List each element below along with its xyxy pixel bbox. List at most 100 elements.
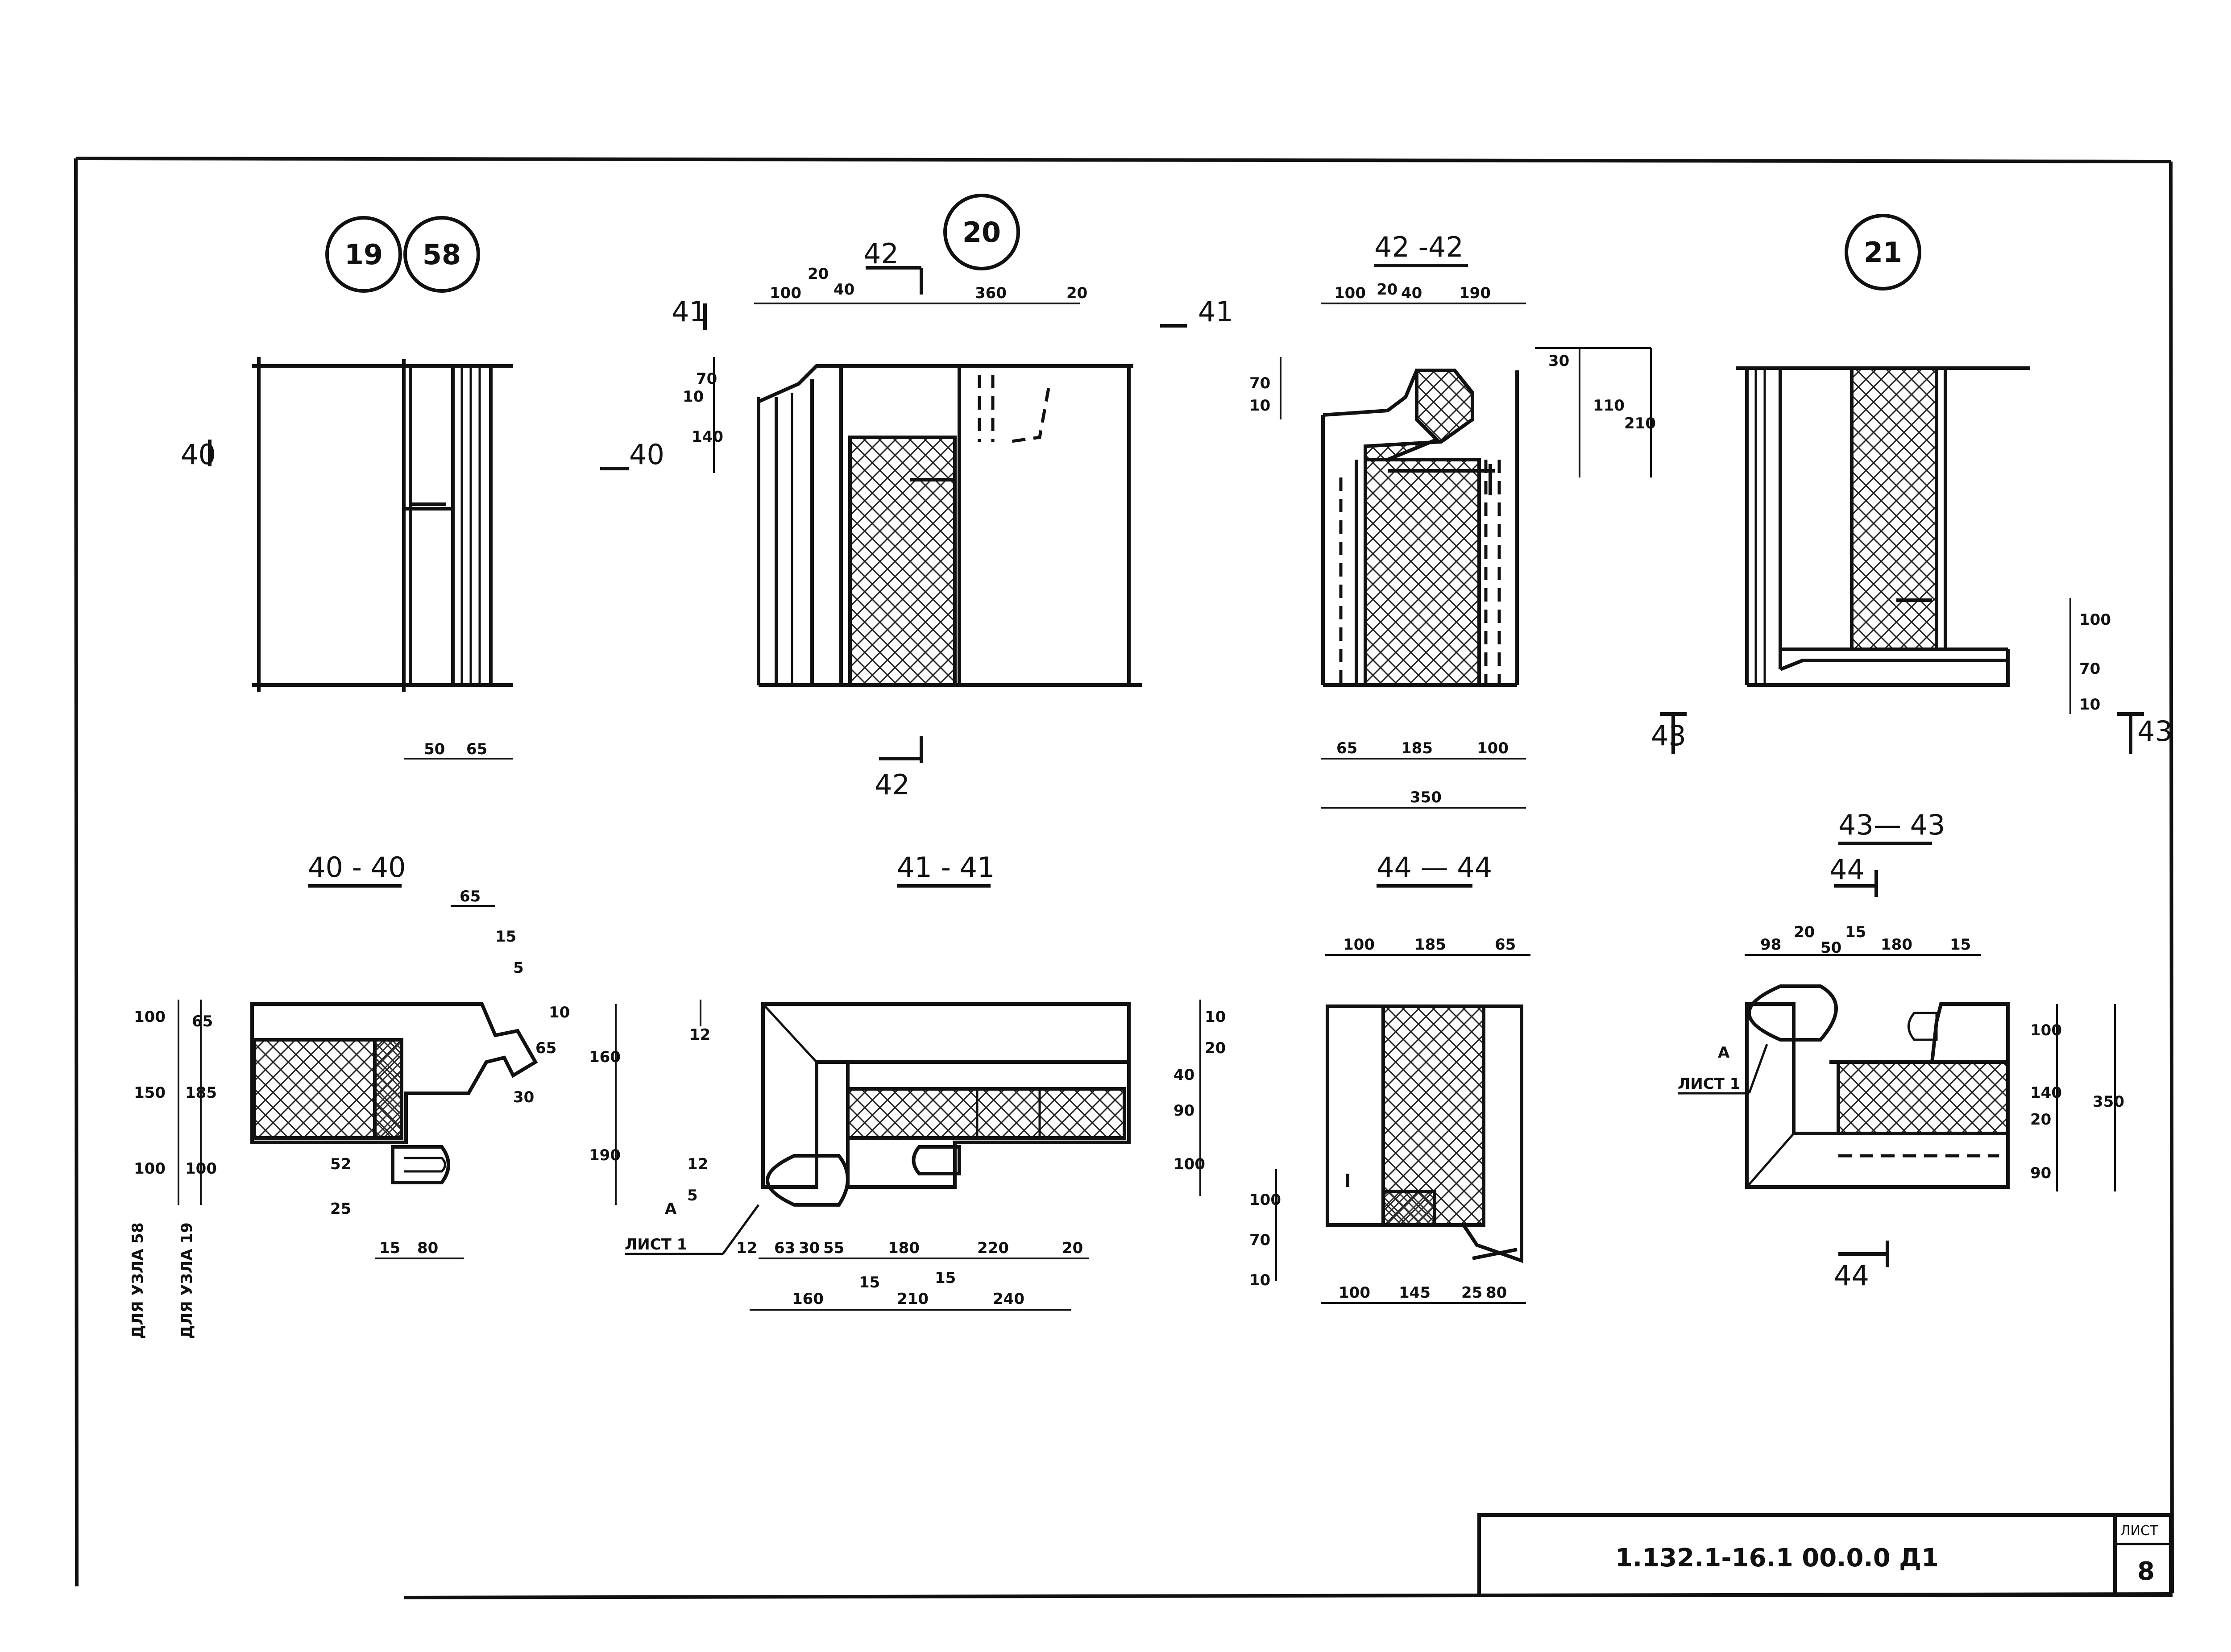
- dim-44-bot-1: 145: [1399, 1284, 1431, 1302]
- dim-20-top-2: 40: [834, 281, 854, 299]
- dim-40-bot-3: 52: [330, 1155, 351, 1173]
- dim-43-right-0: 100: [2030, 1021, 2062, 1039]
- section-42-title: 42 -42: [1374, 231, 1464, 263]
- ref-sheet-left: ЛИСТ 1: [625, 1236, 687, 1254]
- dim-40-top-4: 65: [535, 1039, 556, 1057]
- dim-43-top-0: 98: [1760, 936, 1781, 954]
- dim-42-top-3: 190: [1459, 284, 1491, 302]
- dim-42-bot-0: 65: [1336, 739, 1357, 757]
- dim-20-top-0: 100: [770, 284, 801, 302]
- dim-40-left-0: 100: [134, 1008, 166, 1026]
- dim-44-bot-0: 100: [1339, 1284, 1370, 1302]
- dim-40-left2-1: 185: [185, 1084, 217, 1102]
- dim-41-right-3: 90: [1174, 1102, 1194, 1120]
- dim-42-side-1: 70: [1249, 374, 1270, 392]
- dim-43-top-5: 15: [1950, 936, 1971, 954]
- dim-44-top-2: 65: [1495, 936, 1516, 954]
- ref-a-left: A: [665, 1200, 677, 1218]
- dim-40-top-2: 5: [513, 959, 524, 977]
- dim-21-side-0: 100: [2079, 611, 2111, 629]
- dim-44-top-0: 100: [1343, 936, 1375, 954]
- node-20-view: 20 42 41 41 40 42 100 20 40 360: [600, 194, 1233, 801]
- dim-41-bot-3: 55: [823, 1239, 844, 1257]
- node-21-label: 21: [1864, 236, 1902, 269]
- dim-44-top-1: 185: [1414, 936, 1446, 954]
- dim-41-bot2-0: 160: [792, 1290, 824, 1308]
- dim-41-bot-1: 63: [774, 1239, 795, 1257]
- dim-21-side-1: 10: [2079, 696, 2100, 714]
- dim-41-bot-7: 15: [859, 1274, 880, 1291]
- dim-40-top-0: 65: [460, 888, 481, 905]
- dim-41-left-2: 5: [687, 1187, 698, 1204]
- cut-mark-40-a: 40: [181, 438, 216, 471]
- cut-mark-44-top: 44: [1829, 853, 1865, 886]
- dim-20-top-3: 360: [975, 284, 1007, 302]
- dim-42-top-2: 40: [1401, 284, 1422, 302]
- dim-40-bot-1: 80: [417, 1239, 438, 1257]
- dim-40-right-1: 190: [589, 1146, 621, 1164]
- cut-mark-42-bottom: 42: [875, 768, 910, 801]
- cut-mark-43-right: 43: [2137, 715, 2173, 747]
- dim-41-bot-8: 15: [935, 1269, 956, 1287]
- dim-43-top-2: 50: [1820, 939, 1841, 957]
- sheet-number: 8: [2137, 1557, 2155, 1586]
- node-58-label: 58: [423, 238, 461, 271]
- sheet-label: ЛИСТ: [2120, 1523, 2158, 1539]
- dim-44-side-2: 70: [1249, 1231, 1270, 1249]
- ref-a-right: A: [1718, 1044, 1730, 1062]
- dim-41-bot2-1: 210: [897, 1290, 929, 1308]
- section-43-title: 43— 43: [1838, 809, 1945, 841]
- dim-44-bot-3: 80: [1486, 1284, 1507, 1302]
- dim-42-top-1: 20: [1377, 281, 1397, 299]
- section-44-title: 44 — 44: [1377, 851, 1492, 884]
- dim-43-top-1: 20: [1794, 923, 1815, 941]
- dim-20-top-4: 20: [1066, 284, 1087, 302]
- node-20-label: 20: [962, 216, 1001, 249]
- dim-20-side-0: 10: [683, 388, 704, 406]
- dim-40-top-1: 15: [495, 928, 516, 946]
- dim-40-right-0: 160: [589, 1048, 621, 1066]
- dim-41-bot-2: 30: [799, 1239, 820, 1257]
- dim-20-top-1: 20: [808, 265, 829, 283]
- node-21-view: 21 43 43 100 10 70: [1651, 214, 2173, 754]
- dim-41-right-2: 40: [1174, 1066, 1194, 1084]
- node-19-58-view: 19 58 40 50 65: [181, 216, 513, 760]
- dim-40-left2-0: 65: [192, 1013, 213, 1030]
- dim-42-bot-3: 350: [1410, 789, 1442, 806]
- dim-42-bot-2: 100: [1477, 739, 1509, 757]
- section-44-view: 44 — 44 100 185 65 100 10 70 100 145 25 …: [1249, 851, 1530, 1304]
- dim-40-bot-2: 25: [330, 1200, 351, 1218]
- dim-40-top-3: 10: [549, 1004, 570, 1021]
- dim-41-bot2-2: 240: [993, 1290, 1024, 1308]
- dim-42-bot-1: 185: [1401, 739, 1433, 757]
- note-for-node-58: ДЛЯ УЗЛА 58: [129, 1222, 147, 1339]
- dim-44-side-1: 10: [1249, 1271, 1270, 1289]
- dim-42-right-0: 30: [1548, 352, 1569, 370]
- dim-21-side-2: 70: [2079, 660, 2100, 678]
- dim-42-right-1: 110: [1593, 397, 1625, 415]
- cut-mark-42-top: 42: [863, 237, 899, 270]
- note-for-node-19: ДЛЯ УЗЛА 19: [178, 1222, 196, 1339]
- dim-19-65: 65: [466, 740, 487, 758]
- dim-41-bot-4: 180: [888, 1239, 920, 1257]
- dim-42-side-0: 10: [1249, 397, 1270, 415]
- dim-44-bot-2: 25: [1461, 1284, 1482, 1302]
- dim-43-right-3: 90: [2030, 1164, 2051, 1182]
- title-block: 1.132.1-16.1 00.0.0 Д1 ЛИСТ 8: [1477, 1513, 2173, 1597]
- dim-40-left-2: 100: [134, 1160, 166, 1178]
- cut-mark-43-left: 43: [1651, 719, 1686, 752]
- dim-44-side-0: 100: [1249, 1191, 1281, 1209]
- cut-mark-40-b: 40: [629, 438, 664, 471]
- dim-41-right-0: 10: [1205, 1008, 1226, 1026]
- section-42-view: 42 -42 100 20 40 190 10 70 30 110 210 65…: [1249, 231, 1656, 809]
- section-40-title: 40 - 40: [308, 851, 406, 884]
- cut-mark-44-bottom: 44: [1834, 1259, 1869, 1292]
- cut-mark-41-left: 41: [672, 295, 707, 328]
- dim-20-side-1: 70: [696, 370, 717, 388]
- section-43-view: 43— 43 44 44 A ЛИСТ 1 98 20 50 15 180 15…: [1678, 809, 2124, 1292]
- dim-41-bot-6: 20: [1062, 1239, 1083, 1257]
- section-41-view: 41 - 41 A ЛИСТ 1 10 20 40 90 100 12 12 5…: [625, 851, 1226, 1311]
- dim-42-top-0: 100: [1334, 284, 1366, 302]
- dim-40-left-1: 150: [134, 1084, 166, 1102]
